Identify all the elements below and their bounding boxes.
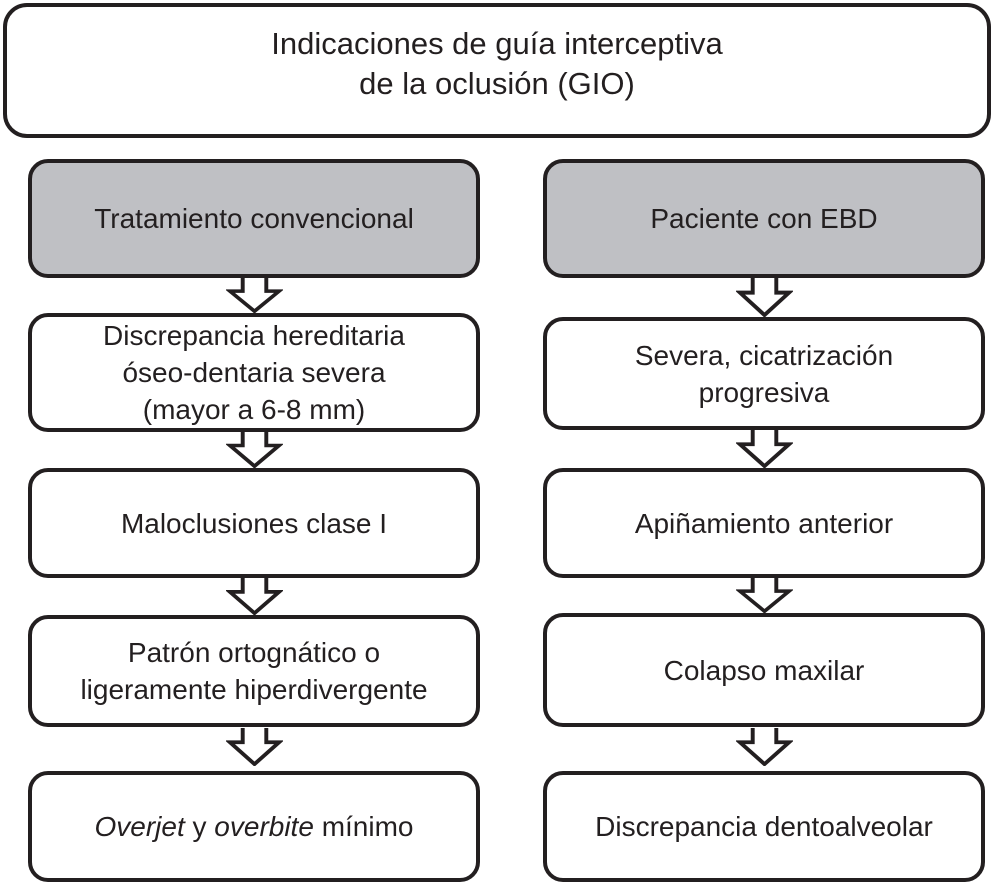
- down-arrow-icon: [226, 728, 283, 766]
- box-apinamiento-anterior: Apiñamiento anterior: [543, 468, 985, 578]
- box-line: (mayor a 6-8 mm): [142, 394, 366, 425]
- header-paciente-ebd: Paciente con EBD: [543, 159, 985, 278]
- minimo-text: mínimo: [313, 811, 414, 842]
- title-line-2: de la oclusión (GIO): [359, 65, 635, 101]
- box-line: progresiva: [698, 376, 830, 408]
- title-line-1: Indicaciones de guía interceptiva: [271, 25, 723, 61]
- title-box: Indicaciones de guía interceptiva de la …: [3, 3, 991, 138]
- box-line: ligeramente hiperdivergente: [80, 674, 428, 705]
- box-discrepancia-hereditaria: Discrepancia hereditaria óseo-dentaria s…: [28, 313, 480, 432]
- box-discrepancia-dentoalveolar: Discrepancia dentoalveolar: [543, 771, 985, 882]
- connector-text: y: [184, 811, 215, 842]
- down-arrow-icon: [226, 578, 283, 615]
- box-line: Discrepancia hereditaria: [103, 320, 405, 351]
- box-patron-ortognatico: Patrón ortognático o ligeramente hiperdi…: [28, 615, 480, 727]
- header-label: Tratamiento convencional: [94, 203, 414, 234]
- box-maloclusiones-clase-i: Maloclusiones clase I: [28, 468, 480, 578]
- box-line: Apiñamiento anterior: [634, 507, 894, 539]
- box-line: Discrepancia dentoalveolar: [595, 811, 933, 842]
- box-line: Patrón ortognático o: [127, 637, 381, 668]
- box-overjet-overbite: Overjet y overbite mínimo: [28, 771, 480, 882]
- down-arrow-icon: [226, 278, 283, 313]
- box-severa-cicatrizacion: Severa, cicatrización progresiva: [543, 317, 985, 430]
- down-arrow-icon: [736, 278, 793, 317]
- down-arrow-icon: [226, 432, 283, 468]
- header-label: Paciente con EBD: [650, 203, 878, 234]
- overjet-term: Overjet: [94, 811, 185, 842]
- box-colapso-maxilar: Colapso maxilar: [543, 613, 985, 727]
- box-line: Colapso maxilar: [663, 654, 865, 686]
- overbite-term: overbite: [214, 811, 314, 842]
- box-line: óseo-dentaria severa: [122, 357, 386, 388]
- down-arrow-icon: [736, 728, 793, 766]
- box-line: Severa, cicatrización: [634, 339, 894, 371]
- down-arrow-icon: [736, 430, 793, 468]
- down-arrow-icon: [736, 578, 793, 613]
- box-line: Maloclusiones clase I: [120, 507, 388, 539]
- header-tratamiento-convencional: Tratamiento convencional: [28, 159, 480, 278]
- box-line: Overjet y overbite mínimo: [94, 808, 413, 845]
